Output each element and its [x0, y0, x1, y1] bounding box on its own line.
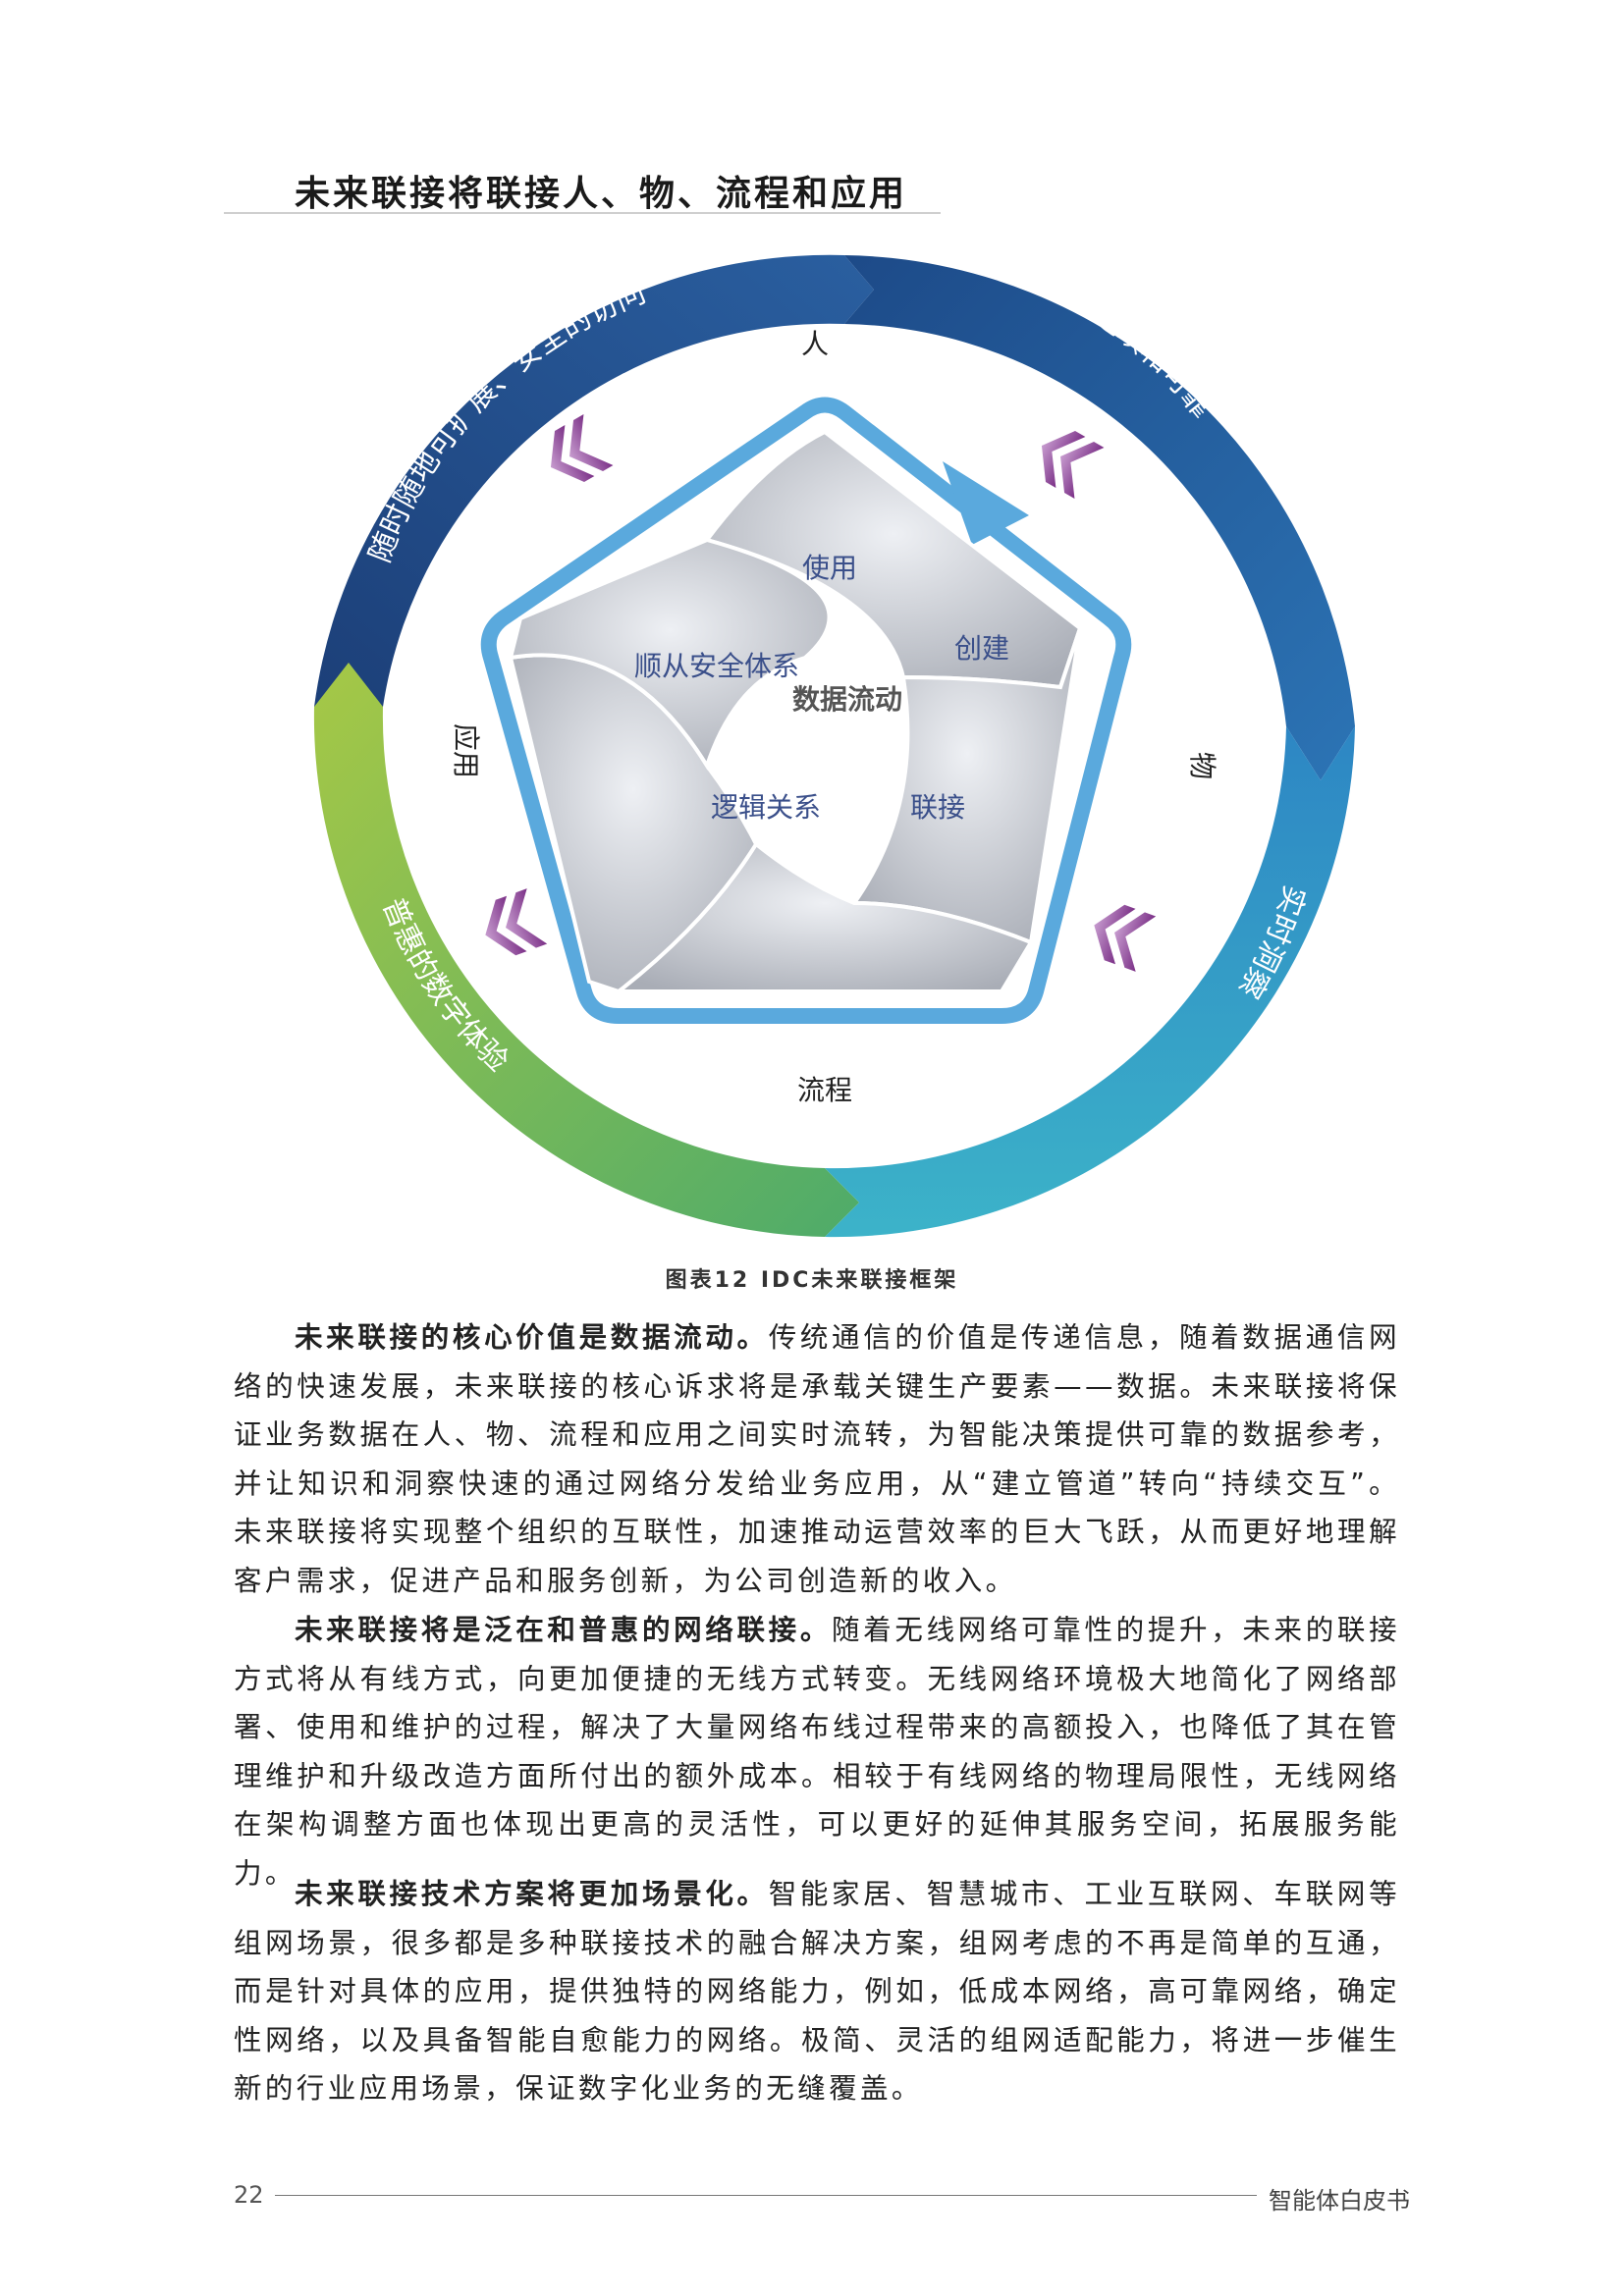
label-things: 物	[1186, 752, 1218, 779]
paragraph-1: 未来联接的核心价值是数据流动。传统通信的价值是传递信息，随着数据通信网络的快速发…	[234, 1313, 1400, 1605]
flow-arrow-icon	[943, 461, 1029, 545]
outer-ring	[313, 254, 1355, 1238]
paragraph-text: 智能家居、智慧城市、工业互联网、车联网等组网场景，很多都是多种联接技术的融合解决…	[234, 1878, 1400, 2105]
aperture-petals	[508, 429, 1083, 994]
segment-use: 使用	[802, 552, 857, 584]
paragraph-text: 随着无线网络可靠性的提升，未来的联接方式将从有线方式，向更加便捷的无线方式转变。…	[234, 1614, 1400, 1890]
paragraph-3: 未来联接技术方案将更加场景化。智能家居、智慧城市、工业互联网、车联网等组网场景，…	[234, 1870, 1400, 2113]
paragraph-lead: 未来联接将是泛在和普惠的网络联接。	[295, 1614, 833, 1646]
inner-pentagon-outline	[480, 397, 1132, 1024]
figure-caption: 图表12 IDC未来联接框架	[665, 1268, 959, 1293]
chevron-icon	[485, 888, 548, 956]
label-application: 应用	[450, 723, 482, 778]
paragraph-lead: 未来联接技术方案将更加场景化。	[295, 1878, 769, 1910]
ring-arc-top-left	[314, 254, 874, 707]
center-label: 数据流动	[792, 683, 902, 716]
connection-framework-diagram: 随时随地可扩展、安全的访问 业务连续和可靠 实时洞察 普惠的数字体验 人 物 流…	[295, 216, 1375, 1256]
ring-arc-bottom-right	[825, 726, 1355, 1238]
ring-arc-top-right	[844, 255, 1355, 780]
label-process: 流程	[797, 1074, 852, 1106]
chevron-icon	[550, 414, 614, 482]
section-title: 未来联接将联接人、物、流程和应用	[295, 174, 908, 214]
paragraph-lead: 未来联接的核心价值是数据流动。	[295, 1321, 769, 1354]
label-people: 人	[801, 328, 829, 360]
paragraph-text: 传统通信的价值是传递信息，随着数据通信网络的快速发展，未来联接的核心诉求将是承载…	[234, 1321, 1400, 1597]
paragraph-2: 未来联接将是泛在和普惠的网络联接。随着无线网络可靠性的提升，未来的联接方式将从有…	[234, 1606, 1400, 1897]
title-divider	[224, 212, 941, 214]
segment-connect: 联接	[910, 791, 965, 824]
segment-logic: 逻辑关系	[711, 791, 821, 824]
page-number: 22	[234, 2181, 264, 2209]
chevron-icon	[1094, 904, 1157, 972]
chevron-icon	[1041, 431, 1105, 499]
footer-doc-title: 智能体白皮书	[1269, 2187, 1410, 2215]
ring-arc-bottom-left	[313, 663, 860, 1237]
segment-create: 创建	[954, 632, 1009, 665]
segment-compliance: 顺从安全体系	[634, 650, 799, 682]
footer-divider	[275, 2195, 1257, 2196]
